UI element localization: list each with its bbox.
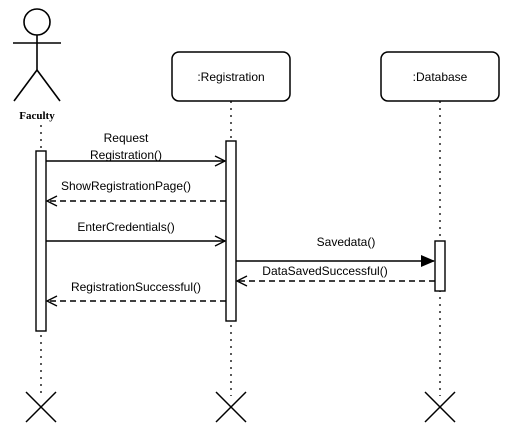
message-label: Request [104, 131, 149, 145]
registration-activation-bar [225, 140, 237, 322]
message-label: DataSavedSuccessful() [262, 264, 387, 278]
actor-left-leg [13, 69, 38, 102]
message-data-saved-successful: DataSavedSuccessful() [237, 264, 435, 281]
database-participant: :Database [380, 51, 500, 102]
registration-label: :Registration [197, 70, 264, 84]
faculty-destroy-marker [25, 391, 57, 423]
registration-box [171, 51, 291, 102]
message-label: RegistrationSuccessful() [71, 280, 201, 294]
registration-destroy-marker [215, 391, 247, 423]
database-label: :Database [413, 70, 468, 84]
registration-participant: :Registration [171, 51, 291, 102]
actor-head [23, 8, 51, 36]
message-show-registration-page: ShowRegistrationPage() [47, 179, 226, 201]
message-savedata: Savedata() [236, 235, 435, 267]
message-label: EnterCredentials() [77, 220, 174, 234]
message-enter-credentials: EnterCredentials() [46, 220, 225, 241]
actor-label: Faculty [19, 110, 55, 122]
database-activation-bar [434, 240, 446, 292]
actor-right-leg [36, 69, 61, 102]
message-label: Savedata() [317, 235, 376, 249]
database-box [380, 51, 500, 102]
message-request-registration: Request Registration() [46, 131, 225, 162]
faculty-activation-bar [35, 150, 47, 332]
database-destroy-marker [424, 391, 456, 423]
message-label: Registration() [90, 148, 162, 162]
message-label: ShowRegistrationPage() [61, 179, 191, 193]
faculty-actor: Faculty [13, 8, 61, 122]
message-registration-successful: RegistrationSuccessful() [47, 280, 226, 301]
